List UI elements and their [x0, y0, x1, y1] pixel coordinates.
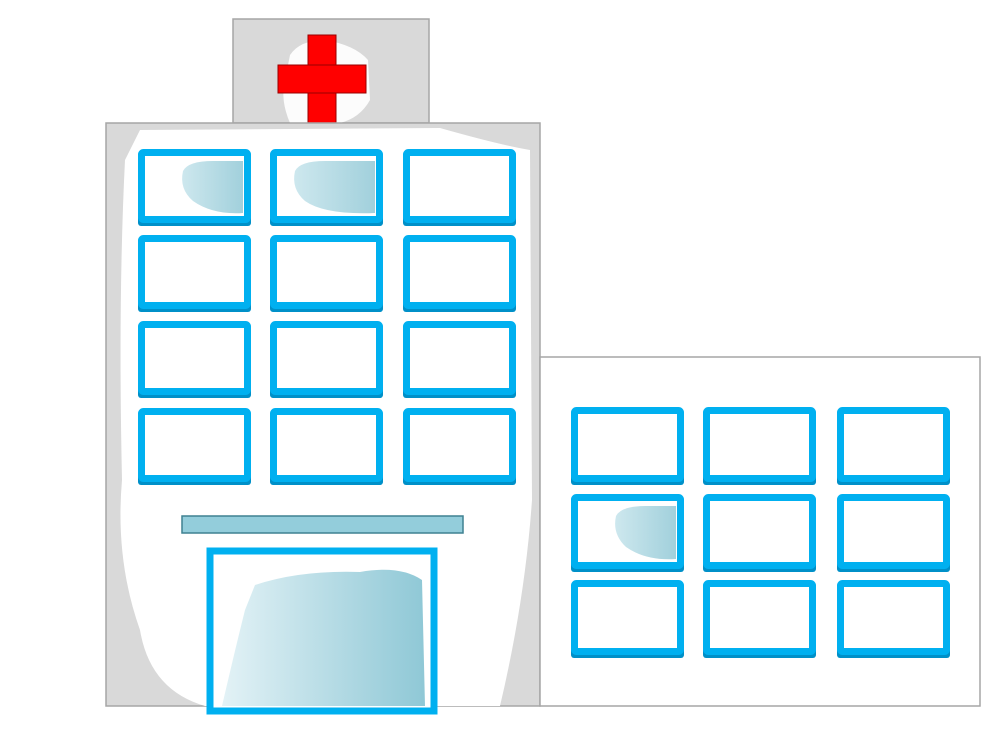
side-wing: [539, 356, 981, 707]
window: [270, 149, 383, 226]
window: [837, 407, 950, 485]
window: [837, 580, 950, 658]
window: [138, 321, 251, 398]
window: [703, 407, 816, 485]
window: [571, 580, 684, 658]
window: [138, 235, 251, 312]
entrance-canopy: [181, 515, 464, 534]
window: [403, 408, 516, 485]
window: [703, 494, 816, 572]
main-tower: [105, 122, 541, 715]
red-cross-icon: [277, 34, 367, 124]
entrance-door[interactable]: [206, 547, 438, 715]
window: [703, 580, 816, 658]
window: [270, 408, 383, 485]
window: [571, 494, 684, 572]
window: [837, 494, 950, 572]
roof-sign: [232, 18, 430, 124]
window: [403, 321, 516, 398]
window: [138, 149, 251, 226]
window: [403, 149, 516, 226]
window: [138, 408, 251, 485]
window: [403, 235, 516, 312]
window: [571, 407, 684, 485]
window: [270, 321, 383, 398]
window: [270, 235, 383, 312]
